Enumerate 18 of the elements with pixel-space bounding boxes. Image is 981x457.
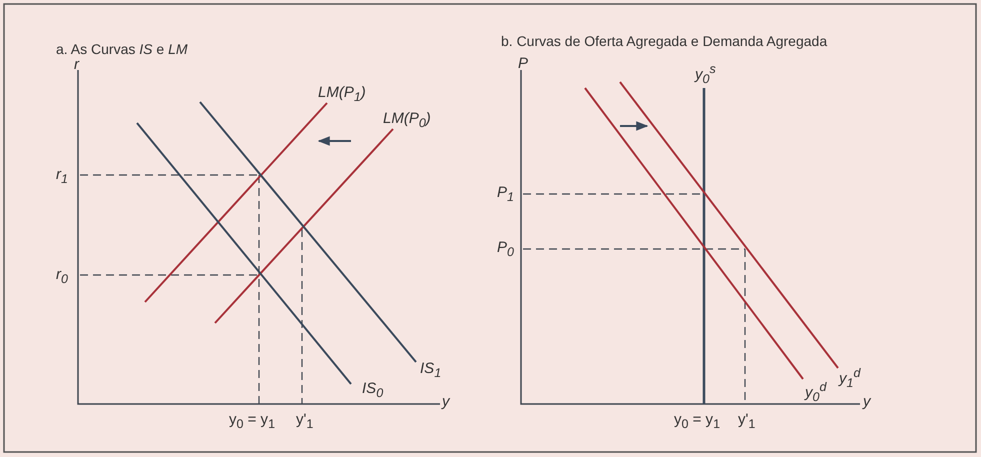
tick-label: y$_{0}$ = y$_{1}$	[674, 411, 720, 433]
axis-label: P	[518, 55, 528, 73]
axis-label: y	[442, 393, 450, 411]
panel-title: b. Curvas de Oferta Agregada e Demanda Agregada	[501, 32, 828, 50]
axis-label: y	[863, 393, 870, 411]
curve-label: LM(P$_{0}$)	[383, 110, 431, 132]
tick-label: r$_{0}$	[56, 266, 68, 288]
tick-label: y$_{0}$ = y$_{1}$	[229, 411, 276, 433]
tick-label: y'$_{1}$	[296, 411, 314, 433]
curve-label: IS$_{1}$	[420, 360, 442, 382]
panel-title: a. As Curvas IS e LM	[56, 40, 188, 58]
tick-label: P$_{0}$	[497, 239, 514, 261]
tick-label: y'$_{1}$	[738, 411, 756, 433]
tick-label: P$_{1}$	[497, 184, 514, 206]
curve-label: LM(P$_{1}$)	[318, 84, 366, 106]
tick-label: r$_{1}$	[56, 166, 68, 188]
curve-label: IS$_{0}$	[362, 380, 384, 402]
axis-label: r	[74, 56, 79, 74]
